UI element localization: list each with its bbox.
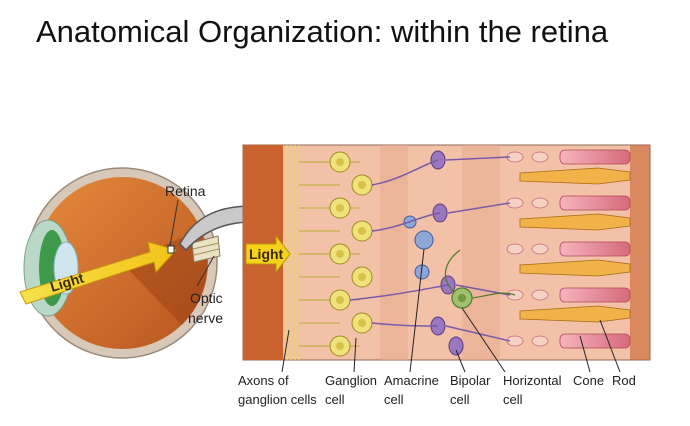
retina-label: Retina xyxy=(165,183,206,199)
rod xyxy=(559,287,631,303)
retina-marker xyxy=(167,245,175,254)
cone xyxy=(519,305,631,323)
label-axons: Axons of xyxy=(238,373,289,388)
cone xyxy=(519,213,631,231)
rod xyxy=(559,149,631,165)
panel-light-arrow xyxy=(245,234,291,274)
amacrine-cell xyxy=(414,230,434,250)
cone xyxy=(519,259,631,277)
eye-light-beam xyxy=(19,241,177,305)
bipolar-cell xyxy=(448,336,464,356)
label-bipolar-2: cell xyxy=(450,392,470,407)
label-ganglion-2: cell xyxy=(325,392,345,407)
optic-nerve-label-2: nerve xyxy=(188,310,223,326)
horizontal-cells xyxy=(444,249,516,309)
leader-lines xyxy=(281,248,621,373)
optic-nerve xyxy=(191,235,221,263)
label-horizontal-2: cell xyxy=(503,392,523,407)
optic-nerve-label-1: Optic xyxy=(190,290,223,306)
label-amacrine-2: cell xyxy=(384,392,404,407)
label-horizontal: Horizontal xyxy=(503,373,562,388)
panel-light-label: Light xyxy=(249,246,284,262)
eye-illustration: Light Retina Optic nerve xyxy=(19,167,223,359)
slide-title: Anatomical Organization: within the reti… xyxy=(36,14,609,49)
cone xyxy=(519,167,631,185)
rod xyxy=(559,333,631,349)
label-cone: Cone xyxy=(573,373,604,388)
cell-labels: Axons of ganglion cells Ganglion cell Am… xyxy=(238,373,636,407)
photoreceptors xyxy=(506,149,631,349)
eye-cutaway xyxy=(122,230,208,325)
label-bipolar: Bipolar xyxy=(450,373,491,388)
rod xyxy=(559,241,631,257)
label-ganglion: Ganglion xyxy=(325,373,377,388)
rod xyxy=(559,195,631,211)
label-rod: Rod xyxy=(612,373,636,388)
label-amacrine: Amacrine xyxy=(384,373,439,388)
label-axons-2: ganglion cells xyxy=(238,392,317,407)
retina-panel: Light xyxy=(242,144,651,361)
